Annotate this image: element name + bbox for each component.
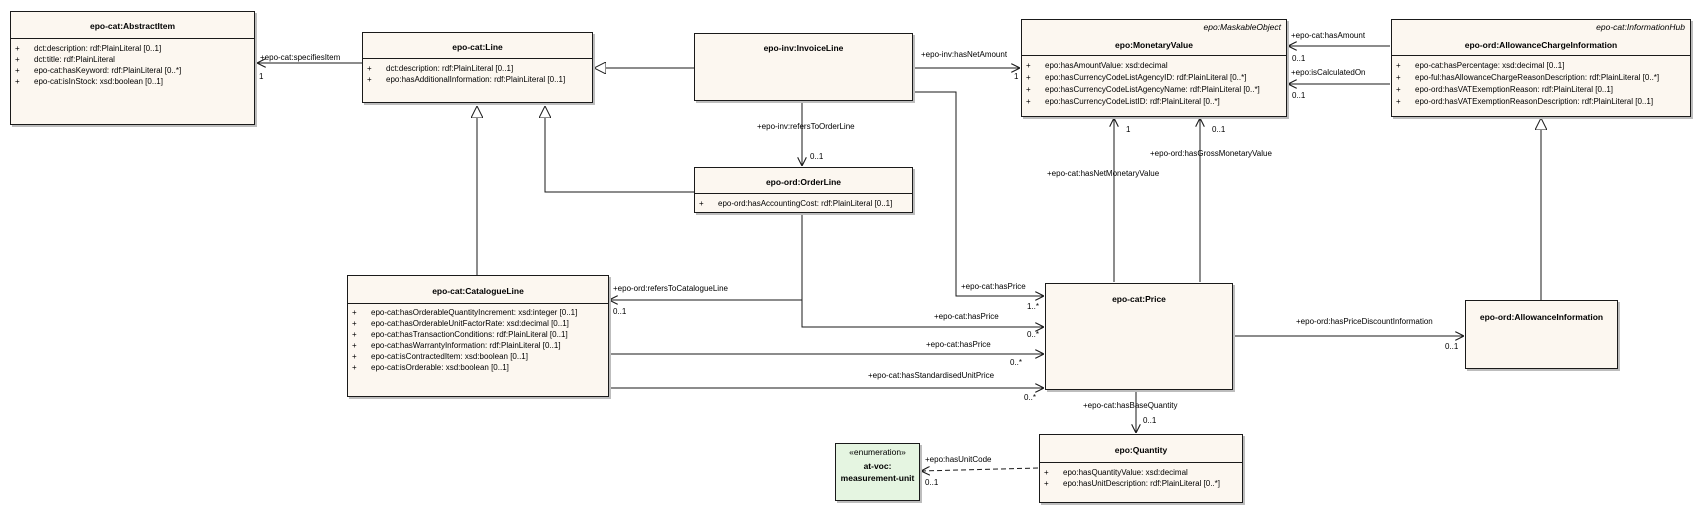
role-label: +epo-cat:hasPrice xyxy=(961,282,1026,291)
multiplicity-label: 1 xyxy=(1126,125,1131,134)
class-name: epo-inv:InvoiceLine xyxy=(763,43,844,53)
attribute: +epo-cat:isInStock: xsd:boolean [0..1] xyxy=(15,77,163,86)
stereotype: «enumeration» xyxy=(849,447,906,457)
class-name: epo:MonetaryValue xyxy=(1115,40,1193,50)
attribute: +epo:hasCurrencyCodeListID: rdf:PlainLit… xyxy=(1026,97,1220,106)
multiplicity-label: 1 xyxy=(259,72,264,81)
enumeration-measurement-unit[interactable]: «enumeration» at-voc: measurement-unit xyxy=(835,443,920,501)
attribute: +epo:hasAdditionalInformation: rdf:Plain… xyxy=(367,75,566,84)
role-label: +epo-ord:hasGrossMonetaryValue xyxy=(1150,149,1272,158)
class-monetary-value[interactable]: epo:MaskableObject epo:MonetaryValue +ep… xyxy=(1021,19,1287,117)
class-allowance-charge-information[interactable]: epo-cat:InformationHub epo-ord:Allowance… xyxy=(1391,19,1691,117)
attribute: +epo-cat:hasPercentage: xsd:decimal [0..… xyxy=(1396,61,1565,70)
role-label: +epo-cat:hasNetMonetaryValue xyxy=(1047,169,1160,178)
attribute: +epo-cat:hasOrderableUnitFactorRate: xsd… xyxy=(352,319,569,328)
role-label: +epo-ord:refersToCatalogueLine xyxy=(613,284,728,293)
role-label: +epo-cat:hasBaseQuantity xyxy=(1083,401,1178,410)
multiplicity-label: 0..1 xyxy=(1212,125,1226,134)
class-name: epo:Quantity xyxy=(1114,445,1168,455)
multiplicity-label: 0..* xyxy=(1024,393,1037,402)
role-label: +epo-inv:hasNetAmount xyxy=(921,50,1008,59)
assoc-has-price-invoice xyxy=(914,91,1044,296)
attribute: +epo-ord:hasAccountingCost: rdf:PlainLit… xyxy=(699,199,893,208)
class-name: epo-cat:CatalogueLine xyxy=(432,286,524,296)
class-name: epo-cat:AbstractItem xyxy=(89,21,176,31)
assoc-has-unit-code xyxy=(921,468,1039,471)
attribute: +dct:description: rdf:PlainLiteral [0..1… xyxy=(15,44,162,53)
multiplicity-label: 1..* xyxy=(1027,302,1040,311)
attribute: +epo-ord:hasVATExemptionReasonDescriptio… xyxy=(1396,97,1654,106)
attribute: +epo:hasCurrencyCodeListAgencyName: rdf:… xyxy=(1026,85,1260,94)
class-order-line[interactable]: epo-ord:OrderLine +epo-ord:hasAccounting… xyxy=(694,167,913,213)
attribute: +epo-cat:isOrderable: xsd:boolean [0..1] xyxy=(352,363,509,372)
enumeration-name: measurement-unit xyxy=(840,473,915,483)
attribute: +epo:hasAmountValue: xsd:decimal xyxy=(1026,61,1168,70)
multiplicity-label: 0..* xyxy=(1027,330,1040,339)
assoc-has-price-order xyxy=(801,215,1044,327)
attribute: +epo-ful:hasAllowanceChargeReasonDescrip… xyxy=(1396,73,1660,82)
class-name: epo-ord:AllowanceInformation xyxy=(1479,312,1604,322)
multiplicity-label: 0..1 xyxy=(1445,342,1459,351)
attribute: +dct:title: rdf:PlainLiteral xyxy=(15,55,115,64)
stereotype: epo:MaskableObject xyxy=(1203,22,1282,32)
stereotype: epo-cat:InformationHub xyxy=(1596,22,1685,32)
class-name: epo-ord:OrderLine xyxy=(765,177,842,187)
class-line[interactable]: epo-cat:Line +dct:description: rdf:Plain… xyxy=(362,32,593,103)
role-label: +epo-cat:hasAmount xyxy=(1291,31,1366,40)
enumeration-name: at-voc: xyxy=(863,461,892,471)
role-label: +epo-inv:refersToOrderLine xyxy=(757,122,855,131)
role-label: +epo-ord:hasPriceDiscountInformation xyxy=(1296,317,1433,326)
class-allowance-information[interactable]: epo-ord:AllowanceInformation xyxy=(1465,300,1618,369)
multiplicity-label: 0..1 xyxy=(1143,416,1157,425)
role-label: +epo-cat:hasPrice xyxy=(926,340,991,349)
attribute: +epo-ord:hasVATExemptionReason: rdf:Plai… xyxy=(1396,85,1614,94)
role-label: +epo:hasUnitCode xyxy=(925,455,992,464)
attribute: +epo-cat:hasWarrantyInformation: rdf:Pla… xyxy=(352,341,561,350)
class-price[interactable]: epo-cat:Price xyxy=(1045,283,1233,390)
multiplicity-label: 0..1 xyxy=(810,152,824,161)
class-name: epo-cat:Line xyxy=(452,42,503,52)
role-label: +epo-cat:hasStandardisedUnitPrice xyxy=(868,371,995,380)
multiplicity-label: 0..1 xyxy=(925,478,939,487)
role-label: +epo-cat:hasPrice xyxy=(934,312,999,321)
class-abstract-item[interactable]: epo-cat:AbstractItem +dct:description: r… xyxy=(10,11,255,125)
multiplicity-label: 0..* xyxy=(1010,358,1023,367)
role-label: +epo:isCalculatedOn xyxy=(1291,68,1366,77)
class-name: epo-cat:Price xyxy=(1112,294,1166,304)
multiplicity-label: 1 xyxy=(1014,72,1019,81)
attribute: +epo:hasUnitDescription: rdf:PlainLitera… xyxy=(1044,479,1220,488)
role-label: +epo-cat:specifiesItem xyxy=(260,53,341,62)
class-quantity[interactable]: epo:Quantity +epo:hasQuantityValue: xsd:… xyxy=(1039,434,1243,503)
attribute: +epo-cat:hasKeyword: rdf:PlainLiteral [0… xyxy=(15,66,182,75)
attribute: +epo:hasQuantityValue: xsd:decimal xyxy=(1044,468,1188,477)
class-name: epo-ord:AllowanceChargeInformation xyxy=(1464,40,1618,50)
multiplicity-label: 0..1 xyxy=(613,307,627,316)
multiplicity-label: 0..1 xyxy=(1292,54,1306,63)
attribute: +epo-cat:isContractedItem: xsd:boolean [… xyxy=(352,352,528,361)
attribute: +dct:description: rdf:PlainLiteral [0..1… xyxy=(367,64,514,73)
multiplicity-label: 0..1 xyxy=(1292,91,1306,100)
generalization-orderline-line xyxy=(545,106,694,193)
attribute: +epo:hasCurrencyCodeListAgencyID: rdf:Pl… xyxy=(1026,73,1247,82)
attribute: +epo-cat:hasTransactionConditions: rdf:P… xyxy=(352,330,568,339)
class-invoice-line[interactable]: epo-inv:InvoiceLine xyxy=(694,33,913,101)
attribute: +epo-cat:hasOrderableQuantityIncrement: … xyxy=(352,308,578,317)
class-catalogue-line[interactable]: epo-cat:CatalogueLine +epo-cat:hasOrdera… xyxy=(347,275,609,397)
